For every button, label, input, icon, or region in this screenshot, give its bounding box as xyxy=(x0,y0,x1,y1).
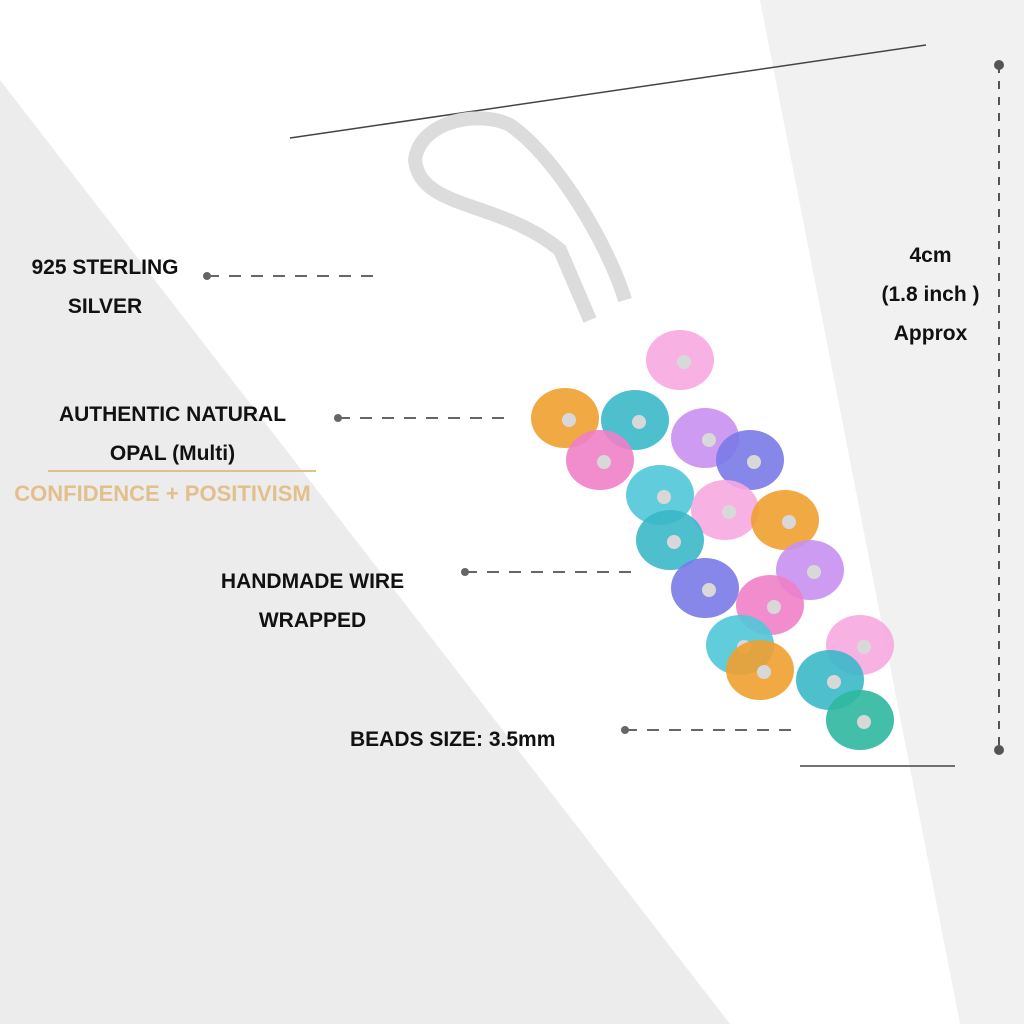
silver-headpin xyxy=(632,415,646,429)
silver-headpin xyxy=(807,565,821,579)
silver-headpin xyxy=(827,675,841,689)
opal-bead-cluster xyxy=(531,330,894,750)
silver-headpin xyxy=(857,640,871,654)
silver-headpin xyxy=(657,490,671,504)
label-line: SILVER xyxy=(67,295,143,318)
label-bead-size: BEADS SIZE: 3.5mm xyxy=(350,728,556,751)
silver-headpin xyxy=(782,515,796,529)
silver-headpin xyxy=(757,665,771,679)
silver-headpin xyxy=(597,455,611,469)
label-line: Approx xyxy=(893,322,968,345)
silver-headpin xyxy=(677,355,691,369)
silver-headpin xyxy=(667,535,681,549)
label-opal: AUTHENTIC NATURAL OPAL (Multi) xyxy=(30,395,315,473)
label-sterling-silver: 925 STERLING SILVER xyxy=(20,248,190,326)
tagline: CONFIDENCE + POSITIVISM xyxy=(14,481,311,506)
lever-back-hook xyxy=(407,111,632,323)
label-line: 4cm xyxy=(909,244,952,267)
label-line: AUTHENTIC NATURAL xyxy=(58,403,287,426)
silver-headpin xyxy=(722,505,736,519)
silver-headpin xyxy=(857,715,871,729)
divider xyxy=(48,470,316,472)
label-line: 925 STERLING xyxy=(31,256,179,279)
label-line: OPAL (Multi) xyxy=(109,442,236,465)
silver-headpin xyxy=(767,600,781,614)
label-line: WRAPPED xyxy=(258,609,367,632)
label-size: 4cm (1.8 inch ) Approx xyxy=(858,236,1003,353)
silver-headpin xyxy=(747,455,761,469)
silver-headpin xyxy=(702,583,716,597)
label-line: HANDMADE WIRE xyxy=(220,570,405,593)
label-line: (1.8 inch ) xyxy=(881,283,980,306)
silver-headpin xyxy=(702,433,716,447)
silver-headpin xyxy=(562,413,576,427)
label-wire-wrapped: HANDMADE WIRE WRAPPED xyxy=(195,562,430,640)
